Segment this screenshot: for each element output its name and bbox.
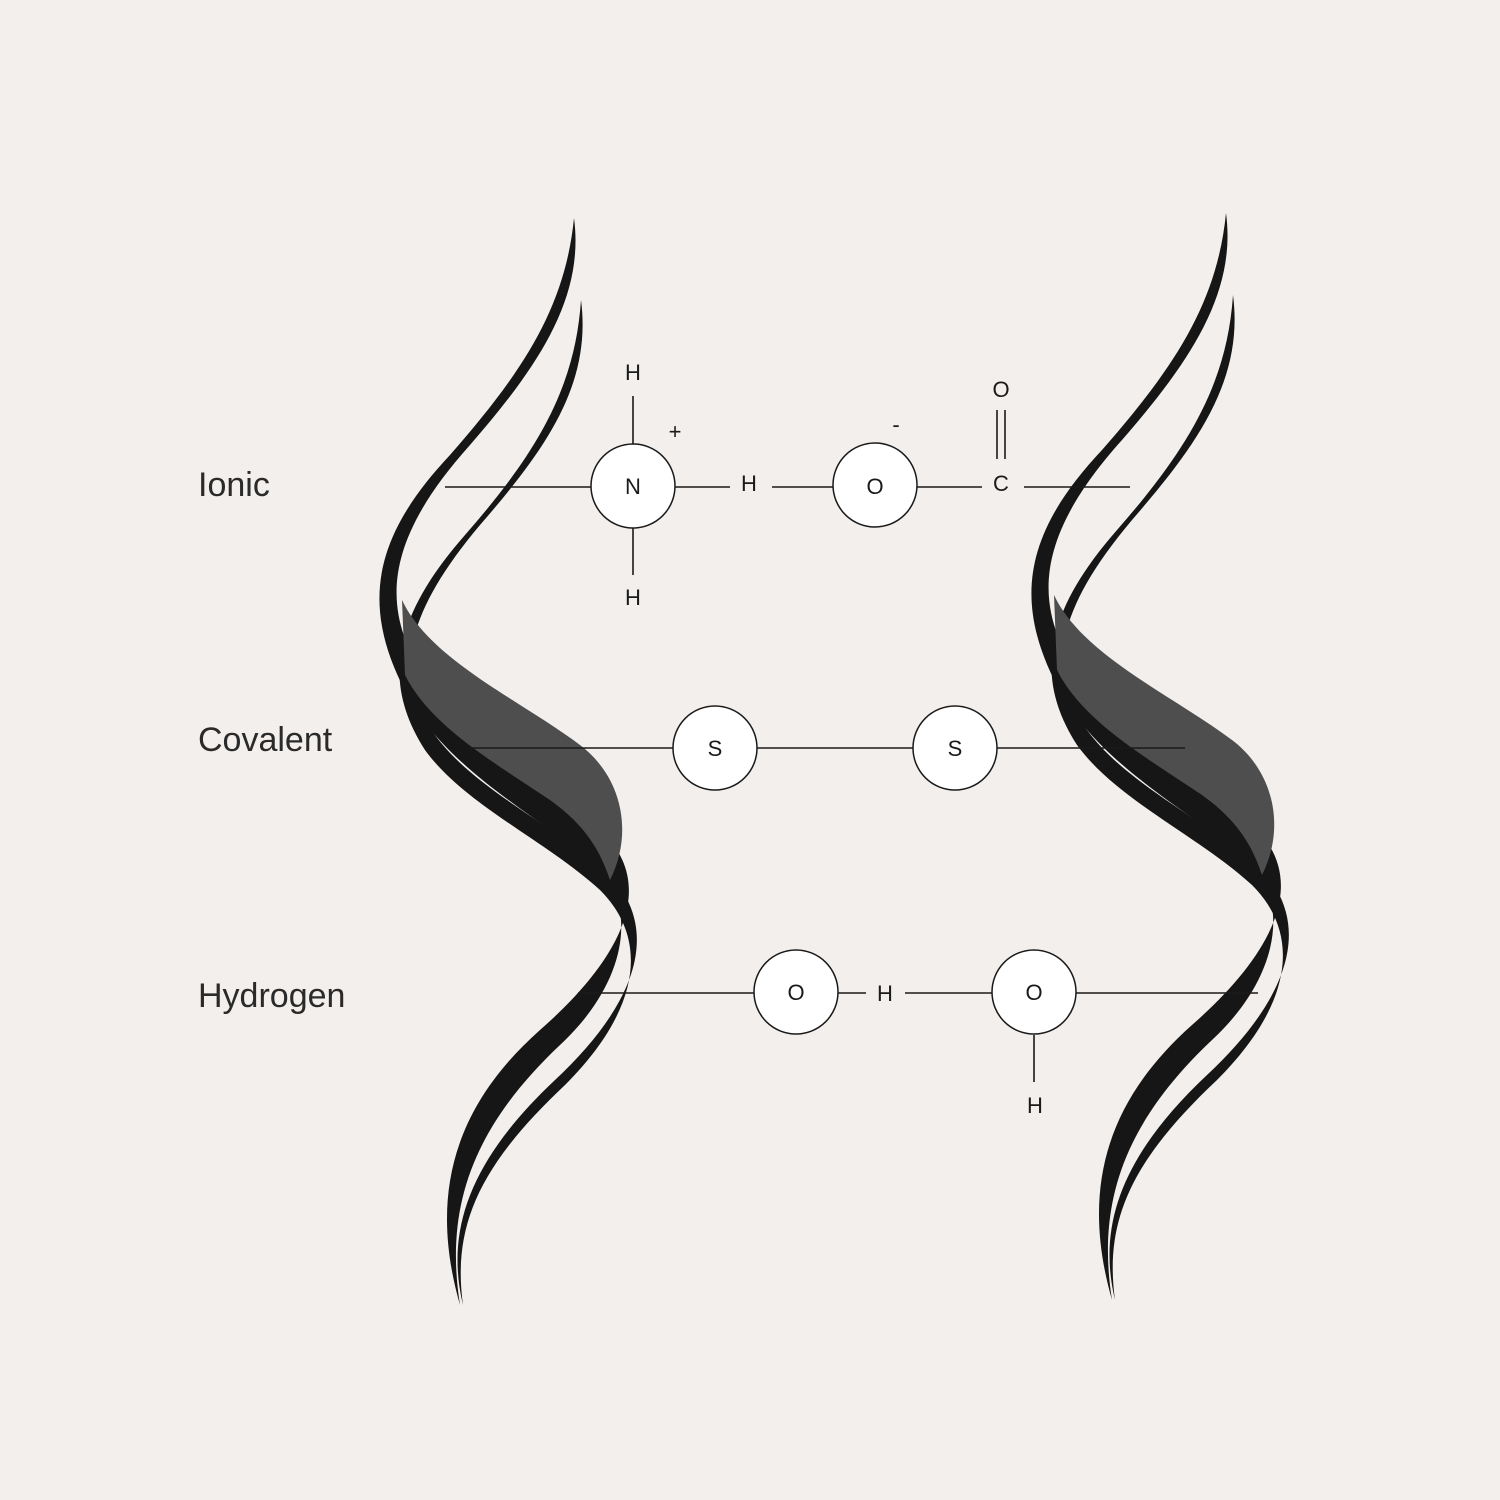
covalent-atom-s1 [672,705,758,791]
covalent-atom-s2 [912,705,998,791]
hydrogen-atom-o1 [753,949,839,1035]
right-helix-ribbon-inner [1051,295,1289,1300]
hydrogen-h-mid: H [877,981,893,1006]
ionic-minus-charge: - [892,412,899,437]
ionic-plus-charge: + [669,419,682,444]
ionic-atom-n-label: N [625,474,641,499]
hydrogen-label: Hydrogen [198,977,346,1015]
ionic-h-bottom: H [625,585,641,610]
right-helix-back-band [1054,595,1275,875]
covalent-atom-s1-label: S [708,736,723,761]
covalent-label: Covalent [198,721,333,759]
ionic-h-top: H [625,360,641,385]
right-helix [1031,213,1289,1300]
hydrogen-atom-o1-label: O [787,980,804,1005]
ionic-atom-o [832,442,918,528]
hydrogen-atom-o2-label: O [1025,980,1042,1005]
hydrogen-bond-group: O H O H [578,949,1258,1118]
hydrogen-h-bottom: H [1027,1093,1043,1118]
ionic-label: Ionic [198,466,270,504]
ionic-o-top: O [992,377,1009,402]
left-helix [379,218,637,1305]
left-helix-ribbon-inner [399,300,637,1305]
ionic-bond-group: H + N H H - O O C [445,360,1130,610]
left-helix-back-band [402,600,623,880]
ionic-c: C [993,471,1009,496]
covalent-bond-group: S S [470,705,1185,791]
hydrogen-atom-o2 [991,949,1077,1035]
ionic-atom-o-label: O [866,474,883,499]
ionic-atom-n [590,443,676,529]
covalent-atom-s2-label: S [948,736,963,761]
ionic-h-mid: H [741,471,757,496]
